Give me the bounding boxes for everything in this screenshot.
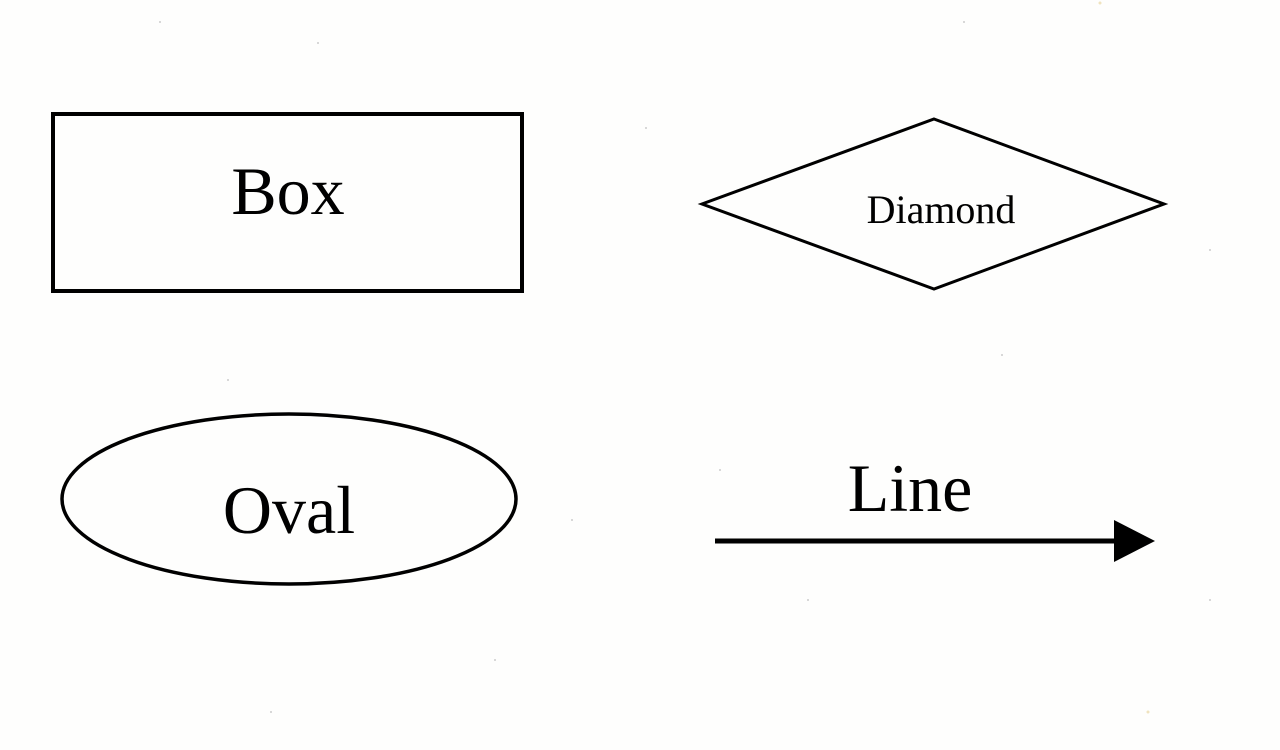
line-arrow-shape: Line [715,450,1155,562]
oval-label: Oval [223,472,355,548]
box-label: Box [231,153,344,229]
oval-shape: Oval [60,412,518,586]
diamond-shape: Diamond [697,117,1169,291]
diamond-label: Diamond [867,187,1016,232]
line-label: Line [848,450,973,526]
box-shape: Box [51,112,524,293]
arrowhead-icon [1114,520,1155,562]
paper-texture [159,1,1211,714]
